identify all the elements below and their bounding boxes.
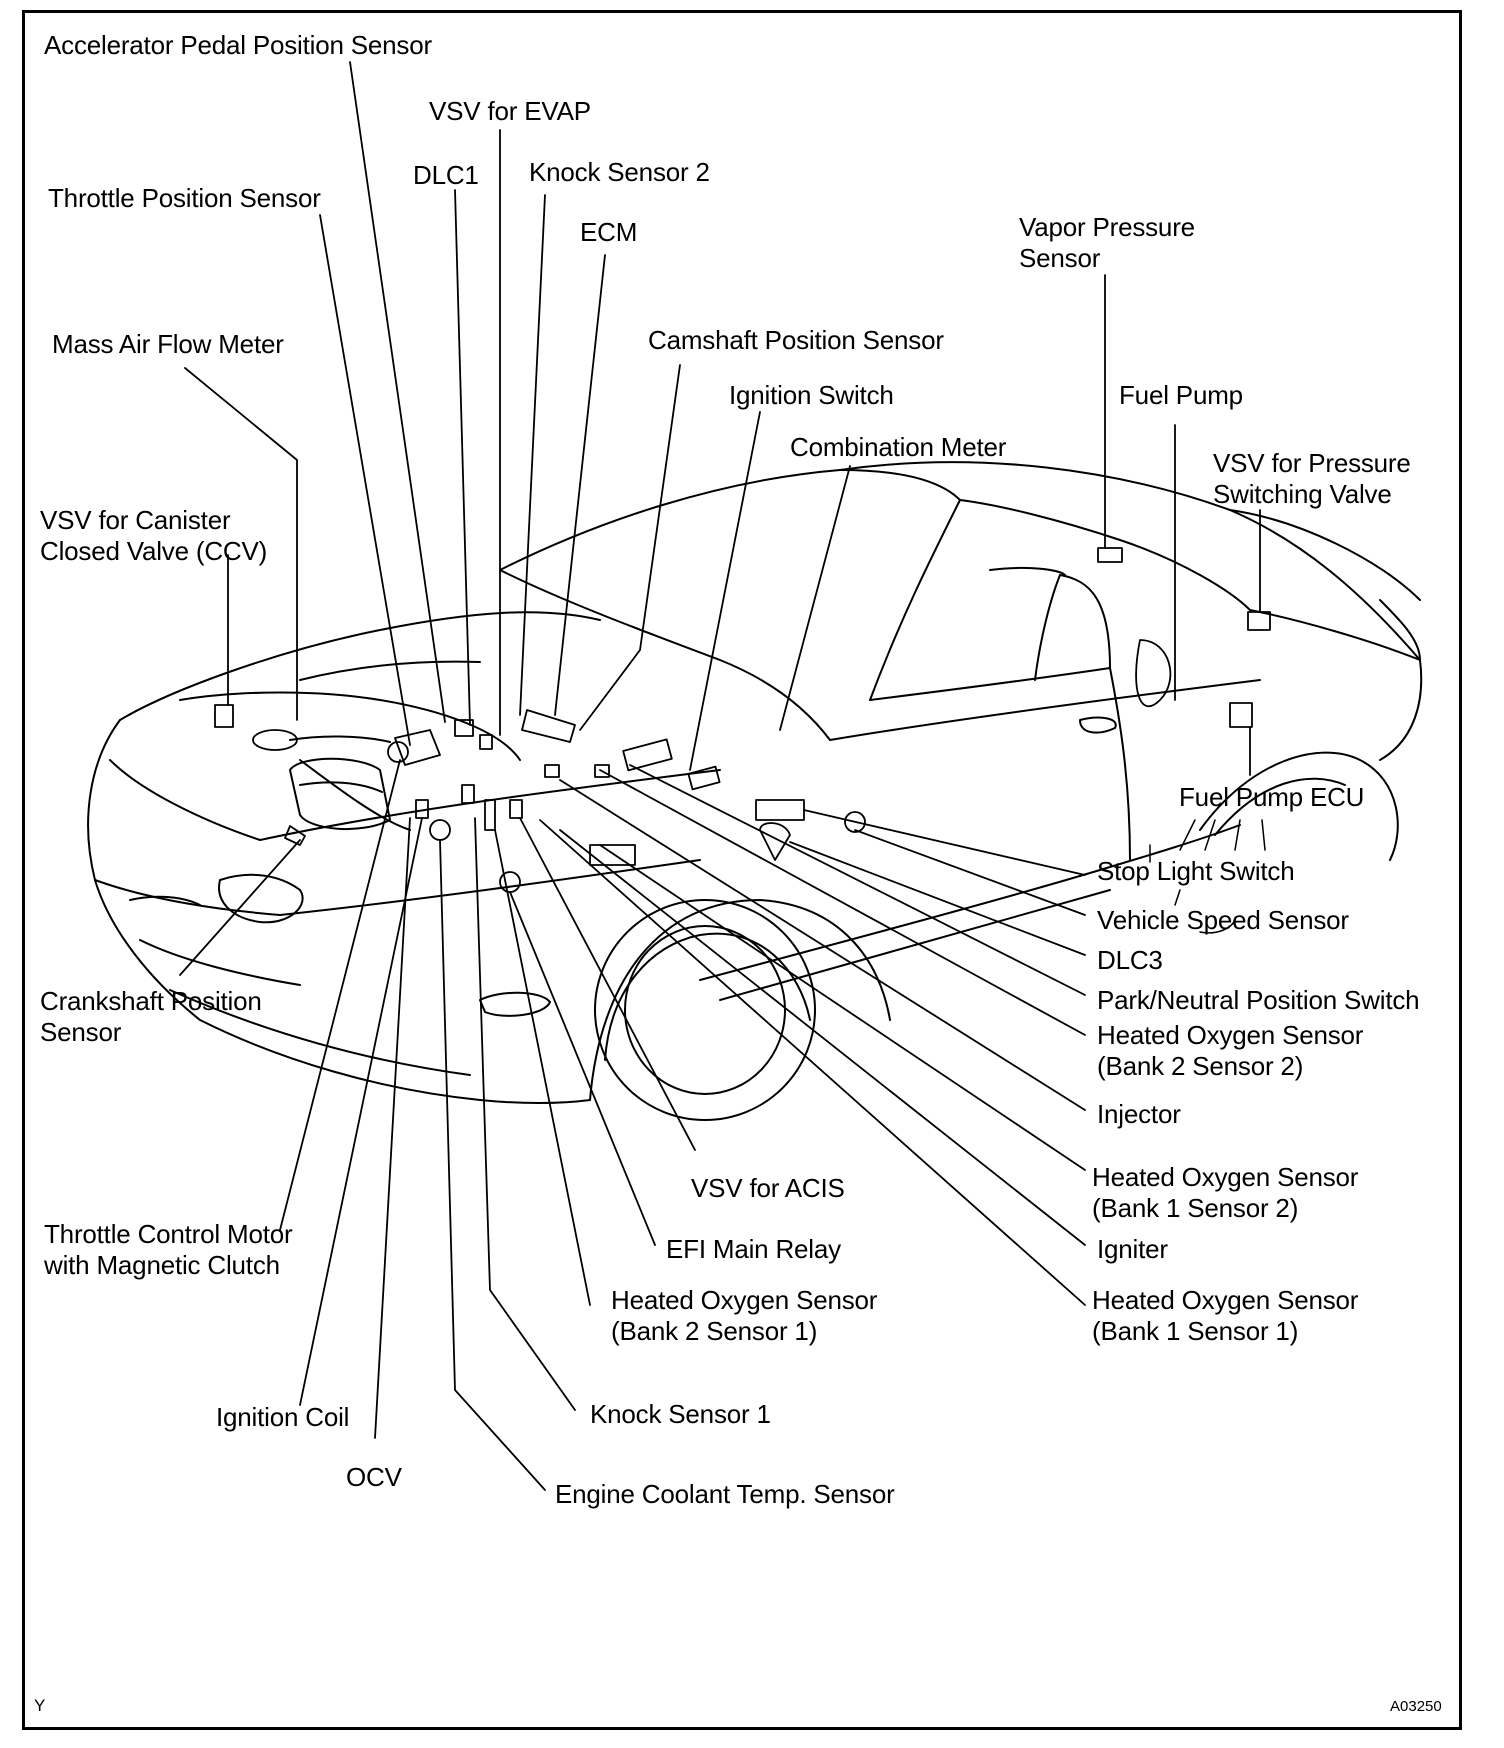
car-body-outline (87, 461, 1423, 1121)
label-vehicle-speed-sensor: Vehicle Speed Sensor (1097, 905, 1349, 935)
label-park-neutral-position-switch: Park/Neutral Position Switch (1097, 985, 1420, 1015)
label-fuel-pump: Fuel Pump (1119, 380, 1243, 410)
label-ocv: OCV (346, 1462, 402, 1492)
corner-mark-left: Y (34, 1696, 46, 1715)
label-ho2-bank2-sensor2-line1: Heated Oxygen Sensor (1097, 1020, 1364, 1050)
dlc3-part (759, 822, 791, 861)
label-crankshaft-position-line1: Crankshaft Position (40, 986, 262, 1016)
label-knock-sensor-2: Knock Sensor 2 (529, 157, 710, 187)
fuel-pump-part (1135, 639, 1172, 708)
label-combination-meter: Combination Meter (790, 432, 1007, 462)
injector-part (509, 799, 523, 819)
label-knock-sensor-1: Knock Sensor 1 (590, 1399, 771, 1429)
throttle-body-part (394, 729, 441, 766)
label-ho2-bank1-sensor1-line1: Heated Oxygen Sensor (1092, 1285, 1359, 1315)
label-injector: Injector (1097, 1099, 1181, 1129)
label-vapor-pressure-sensor-line2: Sensor (1019, 243, 1101, 273)
label-ho2-bank2-sensor2-line2: (Bank 2 Sensor 2) (1097, 1051, 1304, 1081)
label-throttle-position-sensor: Throttle Position Sensor (48, 183, 321, 213)
vsv-psv-part (1247, 611, 1271, 631)
vss-part (844, 811, 866, 833)
label-ho2-bank1-sensor1-line2: (Bank 1 Sensor 1) (1092, 1316, 1299, 1346)
label-ho2-bank1-sensor2-line2: (Bank 1 Sensor 2) (1092, 1193, 1299, 1223)
label-ignition-coil: Ignition Coil (216, 1402, 350, 1432)
component-parts (214, 547, 1271, 893)
wheel-shading-marks (1149, 819, 1266, 934)
ho2-b2s1-part (461, 784, 475, 804)
label-vsv-pressure-switching-line2: Switching Valve (1213, 479, 1392, 509)
label-vapor-pressure-sensor-line1: Vapor Pressure (1019, 212, 1195, 242)
ects-part (429, 819, 451, 841)
label-accelerator-pedal-position-sensor: Accelerator Pedal Position Sensor (44, 30, 432, 60)
ecm-part (521, 709, 576, 743)
vsv-ccv-part (214, 704, 234, 728)
diagram-frame (22, 10, 1462, 1730)
maf-part (252, 729, 298, 751)
label-vsv-pressure-switching-line1: VSV for Pressure (1213, 448, 1411, 478)
efi-relay-part (499, 871, 521, 893)
label-igniter: Igniter (1097, 1234, 1168, 1264)
label-fuel-pump-ecu: Fuel Pump ECU (1179, 782, 1365, 812)
leader-lines (179, 61, 1261, 1491)
label-ho2-bank2-sensor1-line2: (Bank 2 Sensor 1) (611, 1316, 818, 1346)
label-vsv-for-acis: VSV for ACIS (691, 1173, 845, 1203)
label-efi-main-relay: EFI Main Relay (666, 1234, 841, 1264)
knock-2-part (544, 764, 560, 778)
label-dlc1: DLC1 (413, 160, 479, 190)
camshaft-part (622, 738, 673, 772)
ignition-switch-part (687, 765, 721, 791)
label-vsv-canister-line1: VSV for Canister (40, 505, 231, 535)
label-camshaft-position-sensor: Camshaft Position Sensor (648, 325, 944, 355)
label-throttle-control-motor-line2: with Magnetic Clutch (44, 1250, 280, 1280)
figure-code: A03250 (1390, 1698, 1442, 1715)
label-dlc3: DLC3 (1097, 945, 1163, 975)
label-ignition-switch: Ignition Switch (729, 380, 894, 410)
label-stop-light-switch: Stop Light Switch (1097, 856, 1295, 886)
label-engine-coolant-temp-sensor: Engine Coolant Temp. Sensor (555, 1479, 895, 1509)
stop-light-part (755, 799, 805, 821)
label-vsv-canister-line2: Closed Valve (CCV) (40, 536, 268, 566)
label-ho2-bank1-sensor2-line1: Heated Oxygen Sensor (1092, 1162, 1359, 1192)
label-crankshaft-position-line2: Sensor (40, 1017, 122, 1047)
label-ecm: ECM (580, 217, 638, 247)
vapor-pressure-part (1097, 547, 1123, 563)
crankshaft-part (284, 825, 306, 846)
label-throttle-control-motor-line1: Throttle Control Motor (44, 1219, 293, 1249)
label-mass-air-flow-meter: Mass Air Flow Meter (52, 329, 284, 359)
igniter-part (589, 844, 636, 866)
dlc1-part (454, 719, 474, 737)
label-vsv-for-evap: VSV for EVAP (429, 96, 591, 126)
label-ho2-bank2-sensor1-line1: Heated Oxygen Sensor (611, 1285, 878, 1315)
fuel-pump-ecu-part (1229, 702, 1253, 728)
